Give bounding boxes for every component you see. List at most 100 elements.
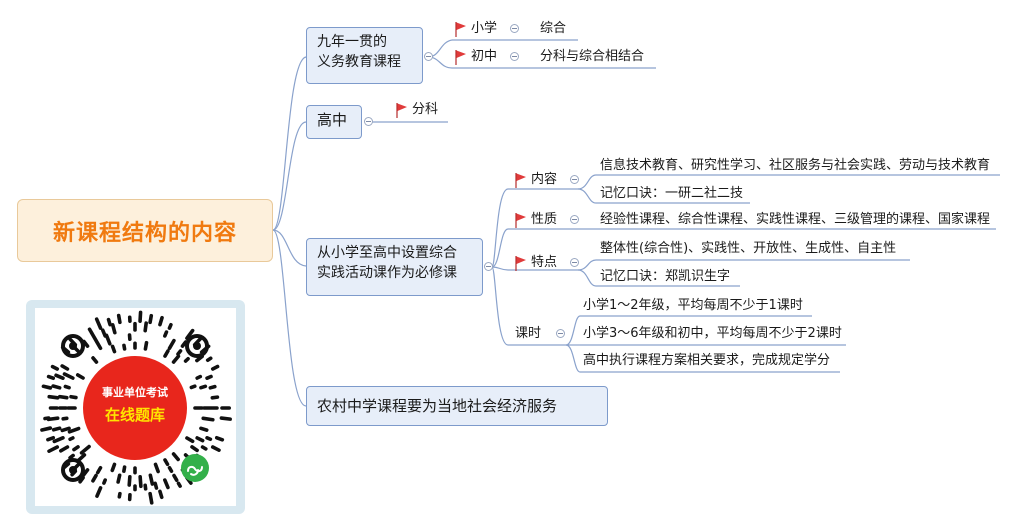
qr-dot xyxy=(54,373,65,380)
qr-dot xyxy=(50,364,60,371)
topic-compulsory-line2: 义务教育课程 xyxy=(317,54,401,70)
qr-dot xyxy=(52,436,65,444)
topic-compulsory-line1: 九年一贯的 xyxy=(317,34,387,50)
qr-dot xyxy=(214,435,225,442)
qr-dot xyxy=(199,426,209,432)
qr-dot xyxy=(153,481,159,490)
leaf-hours-2[interactable]: 小学3～6年级和初中，平均每周不少于2课时 xyxy=(583,326,842,341)
collapse-toggle-icon[interactable] xyxy=(570,215,579,224)
topic-rural-school[interactable]: 农村中学课程要为当地社会经济服务 xyxy=(306,386,608,426)
topic-practice-line1: 从小学至高中设置综合 xyxy=(317,245,457,261)
subtopic-hours[interactable]: 课时 xyxy=(515,326,542,341)
qr-dot xyxy=(205,356,213,362)
flag-icon xyxy=(515,212,526,228)
mini-program-icon xyxy=(181,454,209,482)
qr-dot xyxy=(167,323,173,330)
qr-dot xyxy=(148,473,155,486)
subtopic-junior-label: 初中 xyxy=(471,49,498,64)
leaf-primary-value[interactable]: 综合 xyxy=(540,21,567,36)
leaf-nature-detail[interactable]: 经验性课程、综合性课程、实践性课程、三级管理的课程、国家课程 xyxy=(600,212,991,227)
qr-dot xyxy=(158,315,164,327)
collapse-toggle-icon[interactable] xyxy=(556,329,565,338)
leaf-feature-memory[interactable]: 记忆口诀：郑凯识生字 xyxy=(600,269,731,284)
qr-dot xyxy=(208,384,217,390)
qr-dot xyxy=(122,465,127,473)
topic-practice-course[interactable]: 从小学至高中设置综合 实践活动课作为必修课 xyxy=(306,238,483,296)
qr-dot xyxy=(143,321,148,333)
qr-dot xyxy=(163,478,170,490)
qr-dot xyxy=(46,374,56,381)
root-topic[interactable]: 新课程结构的内容 xyxy=(17,199,273,262)
qr-dot xyxy=(195,436,205,443)
collapse-toggle-icon[interactable] xyxy=(424,52,433,61)
subtopic-primary-label: 小学 xyxy=(471,21,498,36)
flag-icon xyxy=(455,49,466,65)
qr-dot xyxy=(51,426,62,432)
qr-dot xyxy=(102,478,107,485)
qr-code-image[interactable]: 事业单位考试 在线题库 xyxy=(35,308,236,506)
collapse-toggle-icon[interactable] xyxy=(510,24,519,33)
qr-dot xyxy=(60,426,71,433)
qr-dot xyxy=(101,328,107,338)
flag-icon xyxy=(455,21,466,37)
qr-dot xyxy=(82,339,90,348)
qr-dot xyxy=(158,489,164,500)
qr-dot xyxy=(94,317,103,330)
qr-dot xyxy=(200,445,208,451)
qr-dot xyxy=(148,491,154,505)
leaf-hours-1[interactable]: 小学1～2年级，平均每周不少于1课时 xyxy=(583,298,803,313)
qr-dot xyxy=(91,356,99,364)
qr-dot xyxy=(110,323,117,335)
qr-dot xyxy=(116,313,122,325)
qr-dot xyxy=(201,416,215,422)
qr-dot xyxy=(75,373,85,380)
qr-dot xyxy=(117,491,122,499)
qr-dot xyxy=(180,340,188,348)
subtopic-high-value[interactable]: 分科 xyxy=(396,101,438,119)
qr-dot xyxy=(199,384,208,390)
subtopic-junior[interactable]: 初中 xyxy=(455,48,497,66)
qr-dot xyxy=(127,475,132,487)
collapse-toggle-icon[interactable] xyxy=(570,175,579,184)
topic-compulsory-education[interactable]: 九年一贯的 义务教育课程 xyxy=(306,27,423,84)
qr-dot xyxy=(210,364,220,371)
subtopic-primary[interactable]: 小学 xyxy=(455,20,497,38)
qr-finder-ring xyxy=(61,334,85,358)
qr-dot xyxy=(190,445,199,453)
qr-dot xyxy=(67,426,81,434)
topic-high-school[interactable]: 高中 xyxy=(306,105,362,139)
qr-center-badge xyxy=(83,356,187,460)
subtopic-content-label: 内容 xyxy=(531,172,558,187)
qr-dot xyxy=(210,395,220,400)
qr-dot xyxy=(185,436,195,444)
leaf-feature-detail[interactable]: 整体性(综合性)、实践性、开放性、生成性、自主性 xyxy=(600,241,897,256)
collapse-toggle-icon[interactable] xyxy=(510,52,519,61)
subtopic-content[interactable]: 内容 xyxy=(515,171,557,189)
flag-icon xyxy=(515,255,526,271)
flag-icon xyxy=(515,172,526,188)
collapse-toggle-icon[interactable] xyxy=(364,117,373,126)
subtopic-nature[interactable]: 性质 xyxy=(515,211,557,229)
qr-dot xyxy=(171,452,180,462)
qr-dot xyxy=(95,465,103,475)
qr-dot xyxy=(148,313,154,325)
qr-dot xyxy=(138,310,143,323)
qr-dot xyxy=(94,339,103,351)
collapse-toggle-icon[interactable] xyxy=(484,262,493,271)
leaf-content-detail[interactable]: 信息技术教育、研究性学习、社区服务与社会实践、劳动与技术教育 xyxy=(600,158,991,173)
qr-dot xyxy=(91,473,98,483)
topic-high-school-label: 高中 xyxy=(317,111,348,129)
subtopic-feature[interactable]: 特点 xyxy=(515,254,557,272)
qr-dot xyxy=(167,465,174,473)
qr-dot xyxy=(87,327,94,335)
subtopic-high-value-label: 分科 xyxy=(412,102,439,117)
qr-dot xyxy=(51,384,62,390)
qr-dot xyxy=(47,445,60,453)
leaf-content-memory[interactable]: 记忆口诀：一研二社二技 xyxy=(600,186,744,201)
qr-dot xyxy=(59,445,70,453)
leaf-junior-value[interactable]: 分科与综合相结合 xyxy=(540,49,645,64)
qr-dot xyxy=(47,394,60,400)
leaf-hours-3[interactable]: 高中执行课程方案相关要求，完成规定学分 xyxy=(583,353,831,368)
collapse-toggle-icon[interactable] xyxy=(570,258,579,267)
subtopic-feature-label: 特点 xyxy=(531,255,558,270)
